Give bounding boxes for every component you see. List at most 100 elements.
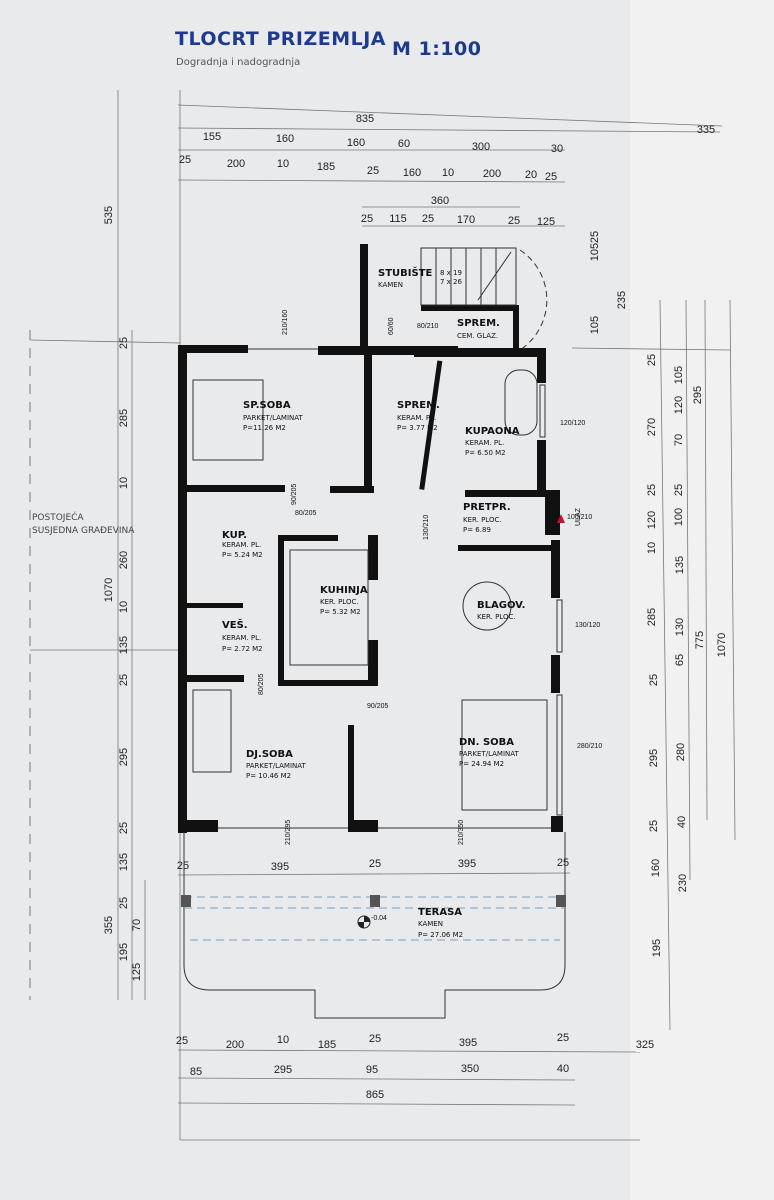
door-opening-label: 80/210 bbox=[417, 323, 439, 330]
dimension-label-top: 25 bbox=[179, 154, 191, 166]
door-opening-label: 130/120 bbox=[575, 622, 600, 629]
dimension-label-top: 25 bbox=[361, 213, 373, 225]
room-area: P=11.26 M2 bbox=[243, 424, 286, 432]
dimension-label-right: 120 bbox=[646, 511, 658, 529]
room-floor: KERAM. PL. bbox=[465, 439, 504, 447]
room-name: VEŠ. bbox=[222, 618, 248, 631]
dimension-label-top: 25 bbox=[367, 165, 379, 177]
entrance-label: ULAZ bbox=[575, 507, 582, 526]
dimension-label-top: 200 bbox=[483, 168, 501, 180]
dimension-label-right: 25 bbox=[646, 354, 658, 366]
room-name: DN. SOBA bbox=[459, 737, 514, 748]
room-floor: KAMEN bbox=[378, 281, 403, 289]
room-sprem: SPREM. KERAM. PL. P= 3.77 M2 bbox=[397, 400, 440, 432]
dimension-label-bottom: 200 bbox=[226, 1039, 244, 1051]
dimension-label-left: 10 bbox=[118, 477, 130, 489]
room-floor: PARKET/LAMINAT bbox=[243, 414, 304, 422]
dimension-label-right: 1070 bbox=[716, 633, 728, 657]
dimension-label-right: 120 bbox=[673, 396, 685, 414]
dimension-label-bottom: 185 bbox=[318, 1039, 336, 1051]
room-sprem-storage: SPREM. CEM. GLAZ. bbox=[457, 318, 500, 340]
room-area: P= 6.50 M2 bbox=[465, 449, 506, 457]
room-floor: CEM. GLAZ. bbox=[457, 332, 498, 340]
dimension-label-left: 25 bbox=[118, 897, 130, 909]
entrance-arrow-icon bbox=[557, 514, 565, 523]
dimension-label-right: 295 bbox=[692, 386, 704, 404]
dimension-label-top: 20 bbox=[525, 169, 537, 181]
room-name: BLAGOV. bbox=[477, 600, 525, 611]
dimension-label-right: 775 bbox=[694, 631, 706, 649]
door-opening-label: 120/120 bbox=[560, 420, 585, 427]
room-name: KUPAONA bbox=[465, 426, 520, 437]
dimension-label-right: 25 bbox=[673, 484, 685, 496]
dimension-label-bottom: 25 bbox=[369, 1033, 381, 1045]
dimension-label-left: 70 bbox=[131, 919, 143, 931]
room-name: SPREM. bbox=[397, 400, 440, 411]
stair-steps-1: 8 x 19 bbox=[440, 269, 462, 277]
dimension-label-bottom: 865 bbox=[366, 1089, 384, 1101]
dimension-label-bottom: 10 bbox=[277, 1034, 289, 1046]
dimension-label-right: 230 bbox=[677, 874, 689, 892]
dimension-label-top: 160 bbox=[347, 137, 365, 149]
room-name: SPREM. bbox=[457, 318, 500, 329]
room-name: KUP. bbox=[222, 530, 247, 541]
dimension-label-right: 280 bbox=[675, 743, 687, 761]
door-opening-label: 210/295 bbox=[285, 820, 292, 845]
dimension-label-terrace: 395 bbox=[458, 858, 476, 870]
room-area: P= 5.32 M2 bbox=[320, 608, 361, 616]
dimension-label-left: 135 bbox=[118, 636, 130, 654]
door-opening-label: 210/350 bbox=[458, 820, 465, 845]
room-floor: KAMEN bbox=[418, 920, 443, 928]
dimension-label-left: 1070 bbox=[103, 578, 115, 602]
dimension-label-right: 65 bbox=[674, 654, 686, 666]
dimension-label-right: 105 bbox=[589, 316, 601, 334]
dimension-label-right: 25 bbox=[589, 231, 601, 243]
dimension-label-right: 135 bbox=[674, 556, 686, 574]
door-opening-label: 100/210 bbox=[567, 514, 592, 521]
room-area: P= 5.24 M2 bbox=[222, 551, 263, 559]
dimension-label-terrace: 25 bbox=[369, 858, 381, 870]
room-name: SP.SOBA bbox=[243, 400, 291, 411]
dimension-label-left: 535 bbox=[103, 206, 115, 224]
room-pretpr: PRETPR. KER. PLOC. P= 6.89 bbox=[463, 502, 511, 534]
dimension-label-top: 115 bbox=[389, 213, 407, 225]
neighbor-label-line2: SUSJEDNA GRAĐEVINA bbox=[32, 526, 135, 536]
plan-title: TLOCRT PRIZEMLJA bbox=[175, 28, 386, 50]
dimension-label-bottom: 40 bbox=[557, 1063, 569, 1075]
dimension-label-right: 160 bbox=[650, 859, 662, 877]
dimension-label-right: 25 bbox=[648, 820, 660, 832]
dimension-label-top: 125 bbox=[537, 216, 555, 228]
room-terasa: TERASA KAMEN P= 27.06 M2 -0.04 bbox=[371, 907, 463, 939]
dimension-label-top: 10 bbox=[277, 158, 289, 170]
dimension-label-left: 25 bbox=[118, 674, 130, 686]
dimension-label-right: 10 bbox=[646, 542, 658, 554]
dimension-label-left: 25 bbox=[118, 822, 130, 834]
dimension-label-left: 25 bbox=[118, 337, 130, 349]
dimension-label-bottom: 85 bbox=[190, 1066, 202, 1078]
dimension-label-terrace: 395 bbox=[271, 861, 289, 873]
dimension-label-top: 170 bbox=[457, 214, 475, 226]
dimension-label-left: 295 bbox=[118, 748, 130, 766]
dimension-label-right: 40 bbox=[676, 816, 688, 828]
dimension-label-right: 295 bbox=[648, 749, 660, 767]
dimension-label-top: 160 bbox=[276, 133, 294, 145]
room-area: P= 27.06 M2 bbox=[418, 931, 463, 939]
dimension-label-left: 260 bbox=[118, 551, 130, 569]
door-opening-label: 210/160 bbox=[282, 310, 289, 335]
dimension-label-right: 235 bbox=[616, 291, 628, 309]
dimension-label-top: 300 bbox=[472, 141, 490, 153]
dimension-label-top: 200 bbox=[227, 158, 245, 170]
room-area: P= 6.89 bbox=[463, 526, 491, 534]
door-opening-label: 80/205 bbox=[295, 510, 317, 517]
dimension-label-top: 835 bbox=[356, 113, 374, 125]
dimension-label-top: 335 bbox=[697, 124, 715, 136]
paper-edge bbox=[630, 0, 774, 1200]
dimension-label-top: 360 bbox=[431, 195, 449, 207]
room-blagov: BLAGOV. KER. PLOC. bbox=[477, 600, 525, 621]
dimension-label-right: 285 bbox=[646, 608, 658, 626]
room-kup: KUP. KERAM. PL. P= 5.24 M2 bbox=[222, 530, 263, 559]
room-floor: PARKET/LAMINAT bbox=[459, 750, 520, 758]
dimension-label-right: 70 bbox=[673, 434, 685, 446]
room-kuhinja: KUHINJA KER. PLOC. P= 5.32 M2 bbox=[320, 585, 368, 616]
